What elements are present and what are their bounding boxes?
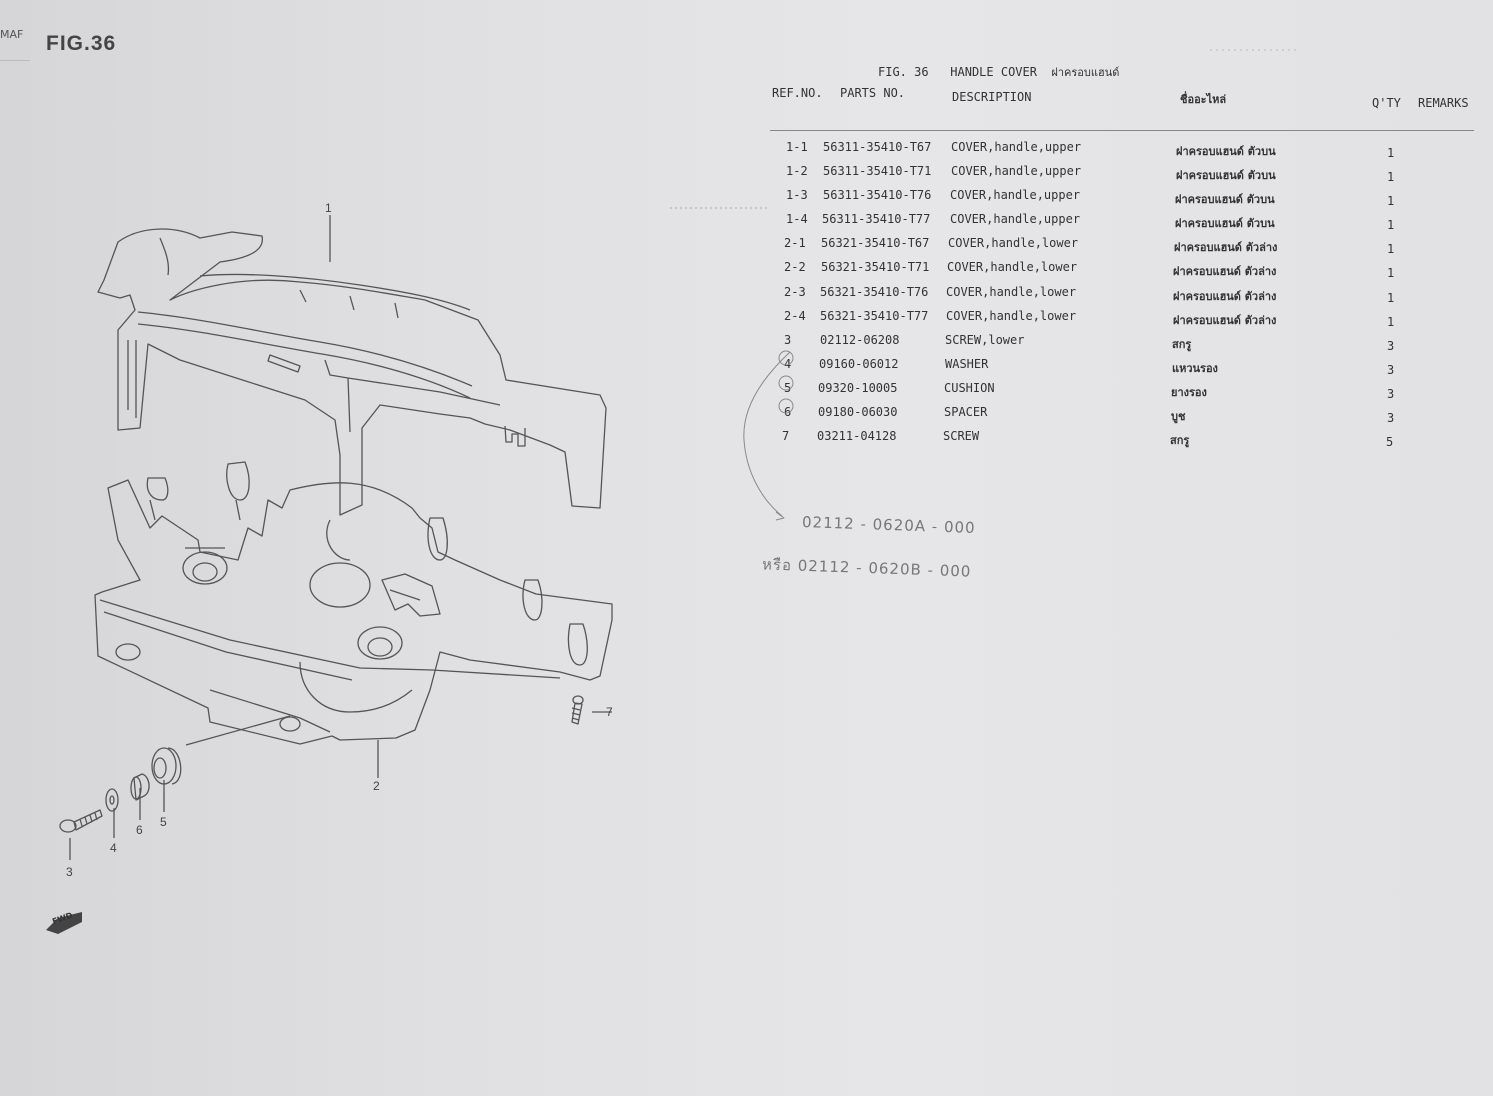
cell-thai: ฝาครอบแฮนด์ ตัวล่าง [1173, 290, 1277, 303]
cell-part: 56321-35410-T76 [820, 285, 929, 299]
cell-qty: 3 [1387, 387, 1395, 401]
cell-ref: 1-3 [786, 188, 808, 202]
title-thai: ฝาครอบแฮนด์ [1051, 66, 1120, 79]
cell-desc: COVER,handle,upper [951, 164, 1082, 178]
cell-desc: COVER,handle,lower [948, 236, 1079, 250]
label-4: 4 [110, 841, 117, 855]
label-6: 6 [136, 823, 143, 837]
cell-qty: 5 [1386, 435, 1394, 449]
cell-ref: 1-2 [786, 164, 808, 178]
cell-thai: ฝาครอบแฮนด์ ตัวบน [1175, 193, 1275, 206]
cell-ref: 2-1 [784, 236, 806, 250]
cell-thai: สกรู [1172, 338, 1192, 351]
col-parts-no: PARTS NO. [840, 86, 906, 100]
cell-desc: SCREW,lower [945, 333, 1025, 347]
cell-part: 56311-35410-T67 [823, 140, 932, 154]
fig-number: FIG. 36 [878, 65, 929, 79]
cell-ref: 2-2 [784, 260, 806, 274]
col-ref-no: REF.NO. [772, 86, 823, 100]
cell-qty: 1 [1387, 315, 1395, 329]
cell-ref: 2-3 [784, 285, 806, 299]
cell-qty: 1 [1387, 170, 1395, 184]
col-thai-name: ชื่ออะไหล่ [1180, 93, 1227, 106]
col-description: DESCRIPTION [952, 90, 1032, 104]
cell-qty: 1 [1387, 218, 1395, 232]
cell-part: 02112-06208 [820, 333, 900, 347]
label-2: 2 [373, 779, 380, 793]
cell-ref: 4 [784, 357, 792, 371]
cell-thai: สกรู [1170, 434, 1190, 447]
cell-ref: 3 [784, 333, 792, 347]
col-remarks: REMARKS [1418, 96, 1469, 110]
figure-label: FIG.36 [46, 32, 117, 55]
pencil-arrow [743, 351, 791, 517]
header-rule [770, 130, 1474, 131]
lower-cover-outline [94, 479, 613, 745]
cell-thai: ฝาครอบแฮนด์ ตัวบน [1176, 145, 1276, 158]
table-title: FIG. 36 HANDLE COVER ฝาครอบแฮนด์ [878, 63, 1119, 81]
cell-ref: 1-1 [786, 140, 808, 154]
page-edge-text: MAF [0, 28, 24, 41]
label-1: 1 [325, 201, 332, 215]
cell-thai: ฝาครอบแฮนด์ ตัวบน [1175, 217, 1275, 230]
label-3: 3 [66, 865, 73, 879]
cell-thai: แหวนรอง [1172, 362, 1218, 375]
cell-qty: 3 [1387, 339, 1395, 353]
cell-qty: 1 [1387, 242, 1395, 256]
cell-qty: 1 [1387, 194, 1395, 208]
col-qty: Q'TY [1372, 96, 1401, 110]
cell-ref: 6 [784, 405, 792, 419]
cell-qty: 1 [1387, 291, 1395, 305]
cell-qty: 3 [1387, 411, 1395, 425]
cell-thai: ฝาครอบแฮนด์ ตัวบน [1176, 169, 1276, 182]
cell-qty: 3 [1387, 363, 1395, 377]
cell-desc: COVER,handle,lower [946, 309, 1077, 323]
title-english: HANDLE COVER [950, 65, 1037, 79]
cell-ref: 7 [782, 429, 790, 443]
cell-thai: บูช [1171, 410, 1186, 423]
cell-ref: 5 [784, 381, 792, 395]
upper-cover-outline [97, 228, 607, 516]
cell-desc: SCREW [943, 429, 980, 443]
forward-arrow-icon [46, 912, 82, 934]
cell-ref: 1-4 [786, 212, 808, 226]
cell-desc: COVER,handle,lower [947, 260, 1078, 274]
cell-part: 56311-35410-T76 [823, 188, 932, 202]
cell-part: 09160-06012 [819, 357, 899, 371]
cell-desc: CUSHION [944, 381, 995, 395]
cell-part: 56321-35410-T77 [820, 309, 929, 323]
cell-part: 09320-10005 [818, 381, 898, 395]
cell-desc: COVER,handle,upper [950, 212, 1081, 226]
cell-part: 56321-35410-T71 [821, 260, 930, 274]
cell-ref: 2-4 [784, 309, 806, 323]
cell-desc: COVER,handle,lower [946, 285, 1077, 299]
cell-part: 56311-35410-T77 [822, 212, 931, 226]
cell-part: 56311-35410-T71 [823, 164, 932, 178]
fold-line [0, 60, 30, 61]
cell-desc: SPACER [944, 405, 988, 419]
cell-desc: COVER,handle,upper [950, 188, 1081, 202]
cell-part: 03211-04128 [817, 429, 897, 443]
cell-thai: ยางรอง [1171, 386, 1207, 399]
cell-part: 56321-35410-T67 [821, 236, 930, 250]
cell-qty: 1 [1387, 266, 1395, 280]
cell-desc: COVER,handle,upper [951, 140, 1082, 154]
cell-part: 09180-06030 [818, 405, 898, 419]
cell-desc: WASHER [945, 357, 989, 371]
cell-thai: ฝาครอบแฮนด์ ตัวล่าง [1174, 241, 1278, 254]
label-5: 5 [160, 815, 167, 829]
cell-thai: ฝาครอบแฮนด์ ตัวล่าง [1173, 314, 1277, 327]
label-7: 7 [606, 705, 613, 719]
cell-thai: ฝาครอบแฮนด์ ตัวล่าง [1173, 265, 1277, 278]
cell-qty: 1 [1387, 146, 1395, 160]
